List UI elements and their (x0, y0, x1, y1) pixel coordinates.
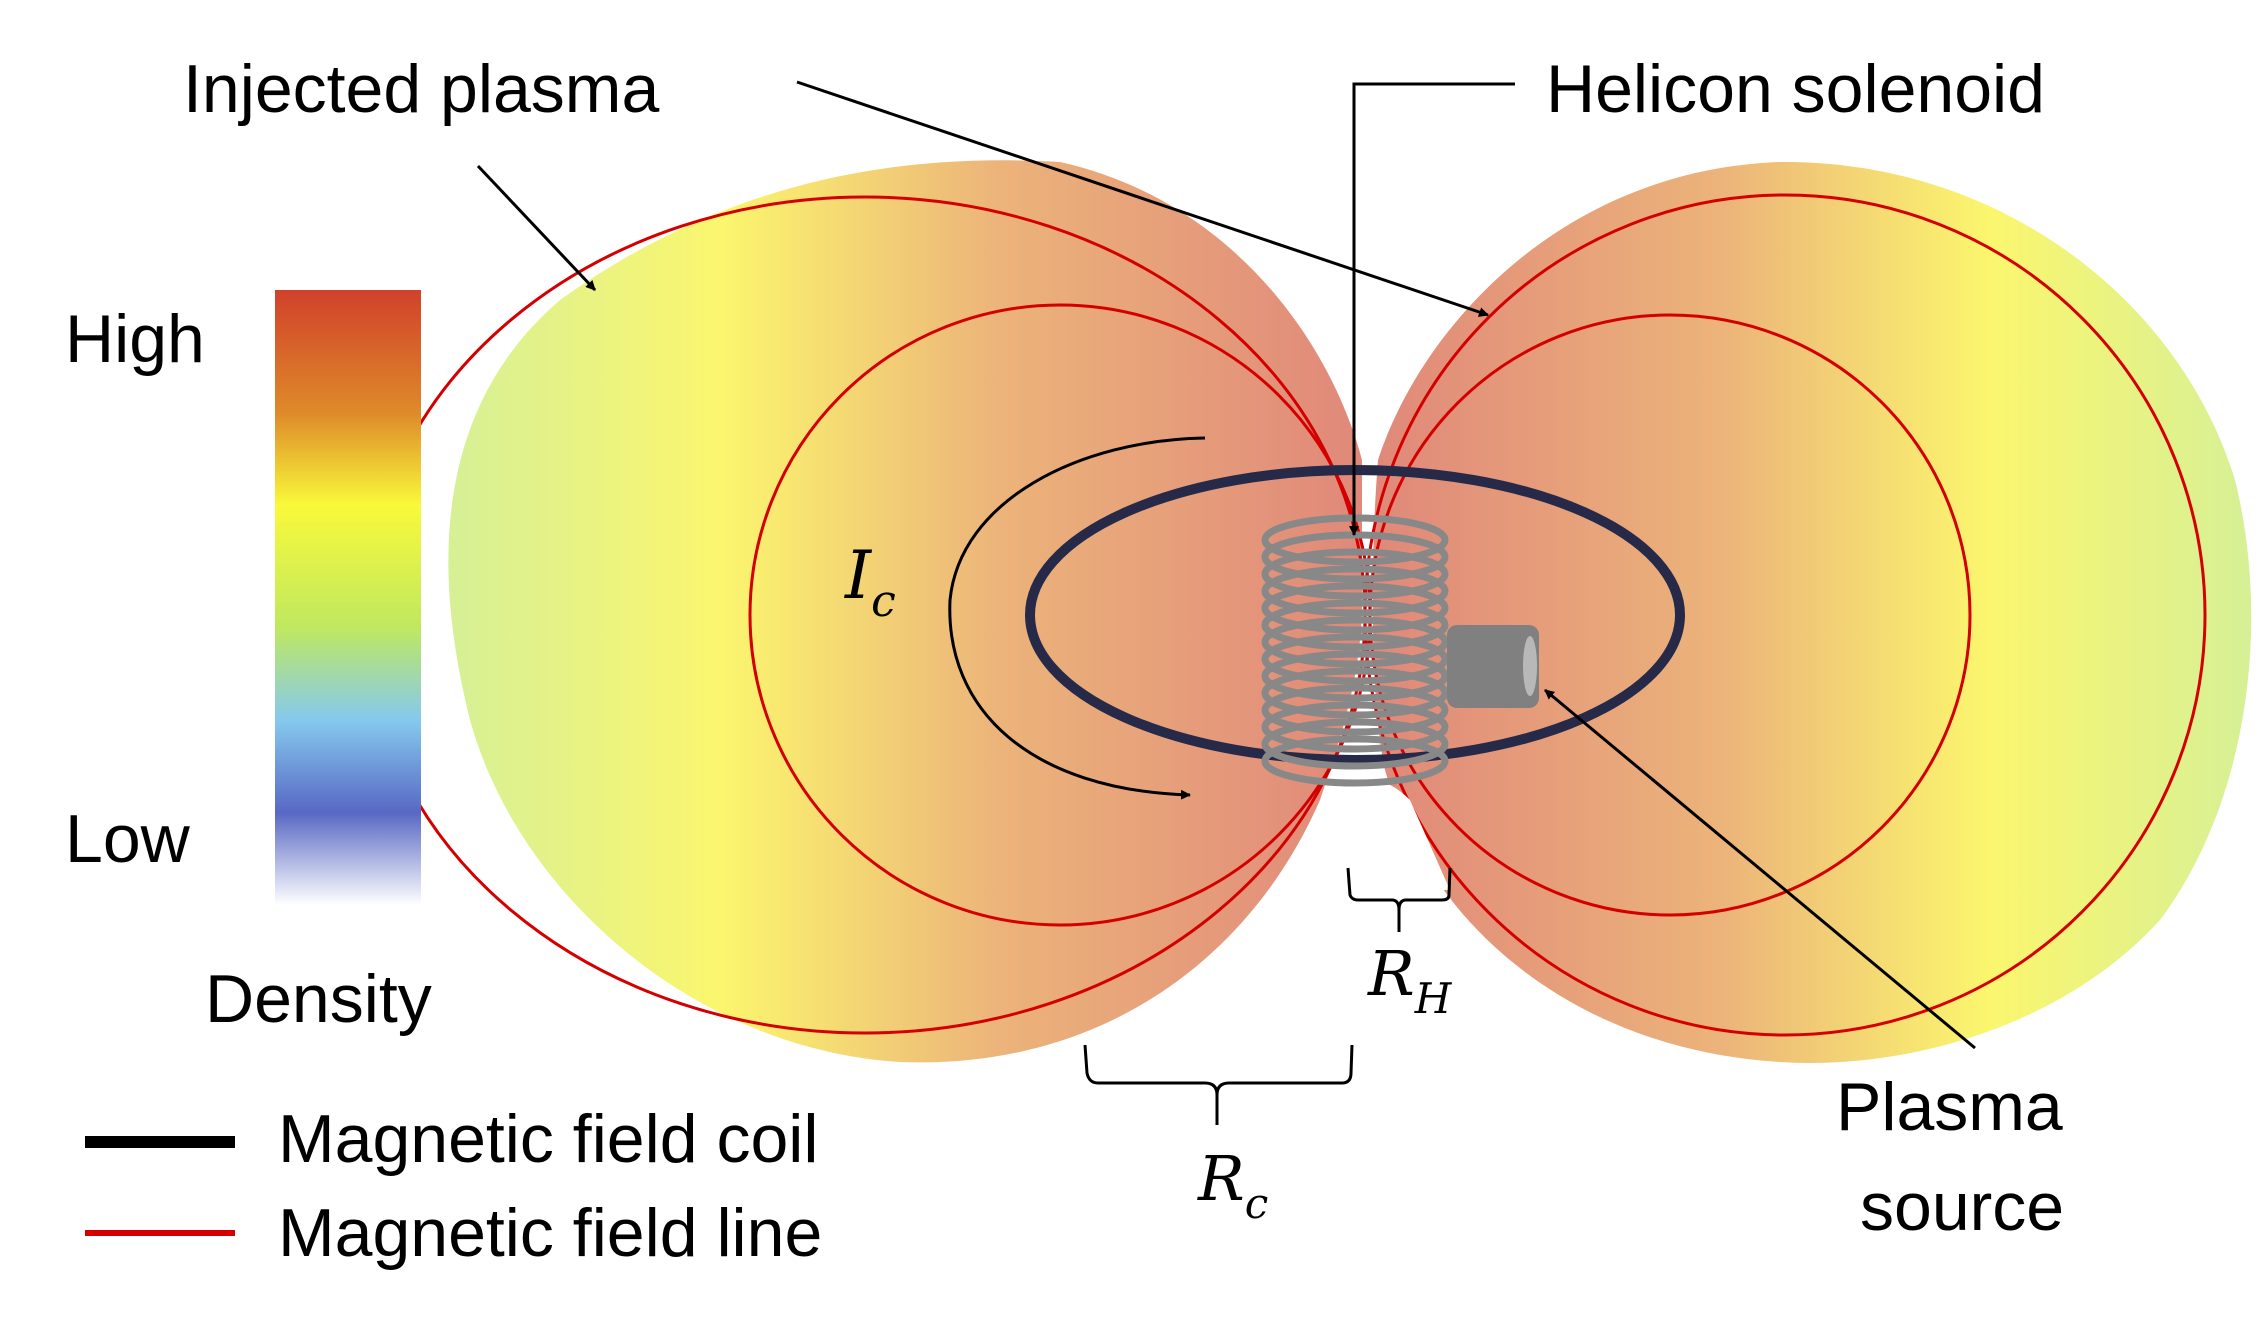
solenoid-turn (1261, 616, 1449, 668)
colorbar-title: Density (205, 961, 432, 1037)
plasma-source (1447, 625, 1539, 708)
current-direction-arrow (948, 436, 1206, 800)
legend-label-field-line: Magnetic field line (278, 1195, 822, 1271)
injected-plasma-pointer-right (796, 80, 1489, 317)
helicon-radius-label: RH (1367, 937, 1453, 1023)
colorbar-low-label: Low (65, 801, 191, 877)
plasma-density-right (1372, 161, 2252, 1063)
colorbar-gradient (275, 290, 421, 905)
coil-radius-label: Rc (1197, 1142, 1268, 1228)
plasma-source-body (1447, 625, 1539, 708)
plasma-source-label-line1: Plasma (1836, 1069, 2063, 1145)
plasma-density-left (448, 160, 1362, 1063)
legend-label-coil: Magnetic field coil (278, 1101, 818, 1177)
solenoid-turn (1261, 599, 1449, 651)
central-gap (1295, 780, 1450, 890)
solenoid-turn (1261, 650, 1449, 702)
helicon-solenoid-label: Helicon solenoid (1546, 51, 2045, 127)
solenoid-turn (1261, 667, 1449, 719)
solenoid-turn (1261, 684, 1449, 736)
coil-radius-brace (1083, 1044, 1354, 1125)
injected-plasma-pointer-left (476, 164, 597, 292)
solenoid-turn (1261, 548, 1449, 600)
helicon-radius-brace (1346, 867, 1452, 932)
solenoid-turn (1261, 582, 1449, 634)
solenoid-turn (1261, 633, 1449, 685)
solenoid-turn (1261, 718, 1449, 770)
density-colorbar: High Low Density (65, 290, 432, 1037)
colorbar-high-label: High (65, 301, 205, 377)
plasma-source-pointer (1544, 688, 1976, 1050)
current-label: Ic (844, 537, 896, 627)
plasma-source-label-line2: source (1860, 1169, 2064, 1245)
legend: Magnetic field coil Magnetic field line (85, 1101, 822, 1271)
injected-plasma-label: Injected plasma (183, 51, 659, 127)
solenoid-turn (1261, 701, 1449, 753)
solenoid-turn (1261, 735, 1449, 787)
solenoid-turn (1261, 565, 1449, 617)
plasma-source-aperture (1523, 636, 1537, 696)
plasma-lobe-right (1363, 161, 2252, 1063)
helicon-solenoid-pointer (1349, 82, 1515, 536)
